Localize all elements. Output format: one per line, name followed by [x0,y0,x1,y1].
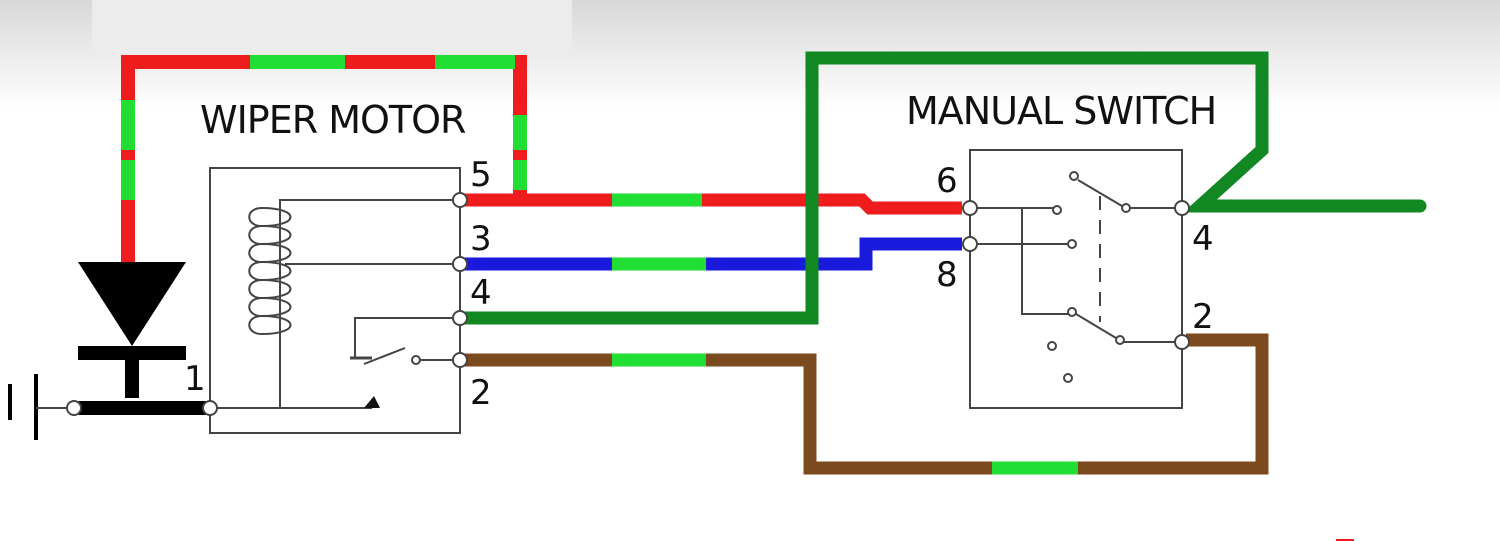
switch-pin-4-label: 4 [1192,219,1214,259]
switch-pin-6-label: 6 [936,161,958,201]
switch-pin-2-label: 2 [1192,297,1214,337]
wire-red-green-top-loop [121,55,527,262]
motor-terminal-3 [452,256,468,272]
coil-left-loops [248,207,263,335]
diode-icon [78,262,186,346]
top-left-panel [92,0,572,52]
diode-stem [125,358,139,398]
coil-top-lead [279,199,460,408]
wire-red-green [462,193,962,215]
switch-blade-upper [1077,179,1123,207]
motor-terminal-1 [202,400,218,416]
park-switch-pivot [411,355,421,365]
suppression-diode [8,262,212,440]
switch-contact-e [1047,341,1057,351]
motor-coil-winding [261,207,292,335]
switch-blade-lower [1075,313,1117,339]
motor-pin-2-label: 2 [470,373,492,413]
motor-pin-3-label: 3 [470,219,492,259]
manual-switch-label: MANUAL SWITCH [906,89,1216,133]
switch-terminal-2 [1174,334,1190,350]
park-switch-lead-4 [354,317,460,358]
motor-housing-outline [209,167,461,434]
switch-contact-b [1067,239,1077,249]
switch-pin-8-label: 8 [936,255,958,295]
switch-pivot-lower [1115,335,1125,345]
diode-bar [78,346,186,360]
motor-terminal-2 [452,352,468,368]
ground-terminal [66,400,82,416]
wire-brown-green [462,333,1269,475]
switch-contact-f [1063,373,1073,383]
motor-terminal-4 [452,310,468,326]
wire-blue-green [462,237,962,271]
wiper-motor-label: WIPER MOTOR [200,98,466,142]
motor-pin-5-label: 5 [470,155,492,195]
wiper-motor [209,167,461,434]
manual-switch [969,149,1183,409]
switch-contact-a [1052,205,1062,215]
switch-contact-d [1067,307,1077,317]
park-switch-blade [363,347,406,365]
switch-terminal-6 [962,200,978,216]
switch-contact-c [1069,171,1079,181]
wire-dark-green [455,51,1427,325]
switch-terminal-4 [1174,200,1190,216]
motor-terminal-5 [452,192,468,208]
motor-pin-1-label: 1 [184,359,206,399]
motor-pin-4-label: 4 [470,273,492,313]
switch-terminal-8 [962,236,978,252]
ground-arrow-icon [364,396,380,408]
switch-housing-outline [969,149,1183,409]
background [0,110,1500,541]
switch-pivot-upper [1121,203,1131,213]
